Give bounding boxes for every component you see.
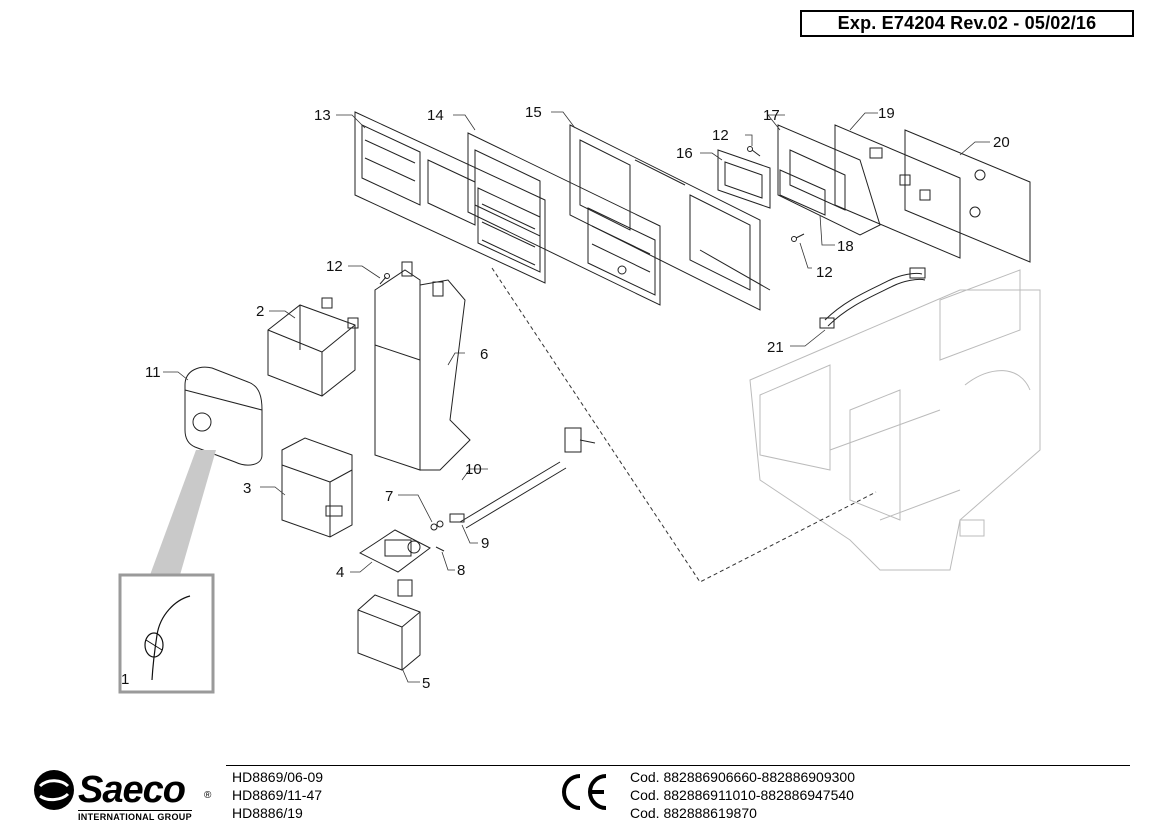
callout-12a: 12 (326, 258, 343, 275)
callout-6: 6 (480, 346, 488, 363)
callout-15: 15 (525, 104, 542, 121)
callout-18: 18 (837, 238, 854, 255)
machine-body-outline (749, 269, 1041, 571)
callout-21: 21 (767, 339, 784, 356)
part-10-shaft (459, 427, 596, 529)
registered-mark: ® (204, 790, 212, 801)
part-13-front-panel (354, 111, 546, 284)
code-line: Cod. 882886911010-882886947540 (630, 787, 854, 803)
saeco-swirl-icon (34, 770, 74, 810)
part-15-frame (569, 124, 771, 311)
part-16-display (717, 149, 771, 209)
part-18-connector (779, 169, 826, 216)
document-reference: Exp. E74204 Rev.02 - 05/02/16 (800, 10, 1134, 37)
callout-12c: 12 (816, 264, 833, 281)
part-12-screws (379, 146, 805, 285)
model-line: HD8886/19 (232, 805, 303, 821)
model-line: HD8869/11-47 (232, 787, 323, 803)
callout-10: 10 (465, 461, 482, 478)
parts-7-8-9-small (430, 513, 465, 552)
code-line: Cod. 882888619870 (630, 805, 757, 821)
brand-logo: Saeco ® INTERNATIONAL GROUP (32, 768, 222, 824)
part-5-bin (357, 579, 421, 671)
callout-11: 11 (145, 364, 161, 381)
callout-2: 2 (256, 303, 264, 320)
callout-9: 9 (481, 535, 489, 552)
model-line: HD8869/06-09 (232, 769, 324, 785)
callout-3: 3 (243, 480, 251, 497)
part-6-chute (374, 261, 471, 471)
ce-mark-icon (562, 774, 607, 810)
callout-5: 5 (422, 675, 430, 692)
dashed-leader-line (491, 267, 877, 583)
part-11-cap (184, 366, 263, 466)
part-14-trim-panel (467, 132, 661, 306)
code-line: Cod. 882886906660-882886909300 (630, 769, 855, 785)
callout-17: 17 (763, 107, 780, 124)
callout-19: 19 (878, 105, 895, 122)
footer-divider (226, 765, 1130, 766)
brand-subtitle: INTERNATIONAL GROUP (78, 810, 192, 822)
callout-4: 4 (336, 564, 344, 581)
part-17-bracket (777, 124, 881, 236)
product-codes: Cod. 882886906660-882886909300 Cod. 8828… (630, 768, 855, 822)
part-20-control-panel (904, 129, 1031, 263)
callout-20: 20 (993, 134, 1010, 151)
part-21-ribbon-cable (819, 267, 926, 329)
model-list: HD8869/06-09 HD8869/11-47 HD8886/19 (232, 768, 323, 822)
brand-name: Saeco (78, 769, 186, 811)
callout-7: 7 (385, 488, 393, 505)
callout-8: 8 (457, 562, 465, 579)
callout-1: 1 (121, 671, 129, 688)
callout-13: 13 (314, 107, 331, 124)
exploded-parts-diagram: 1 2 3 4 5 6 7 8 9 10 11 12 12 12 13 14 1… (118, 104, 1041, 694)
callout-12b: 12 (712, 127, 729, 144)
callout-14: 14 (427, 107, 444, 124)
callout-16: 16 (676, 145, 693, 162)
detail-box-part-1 (118, 450, 216, 694)
part-2-cover (267, 297, 359, 397)
part-4-solenoid (358, 529, 431, 573)
part-3-housing (281, 437, 353, 538)
